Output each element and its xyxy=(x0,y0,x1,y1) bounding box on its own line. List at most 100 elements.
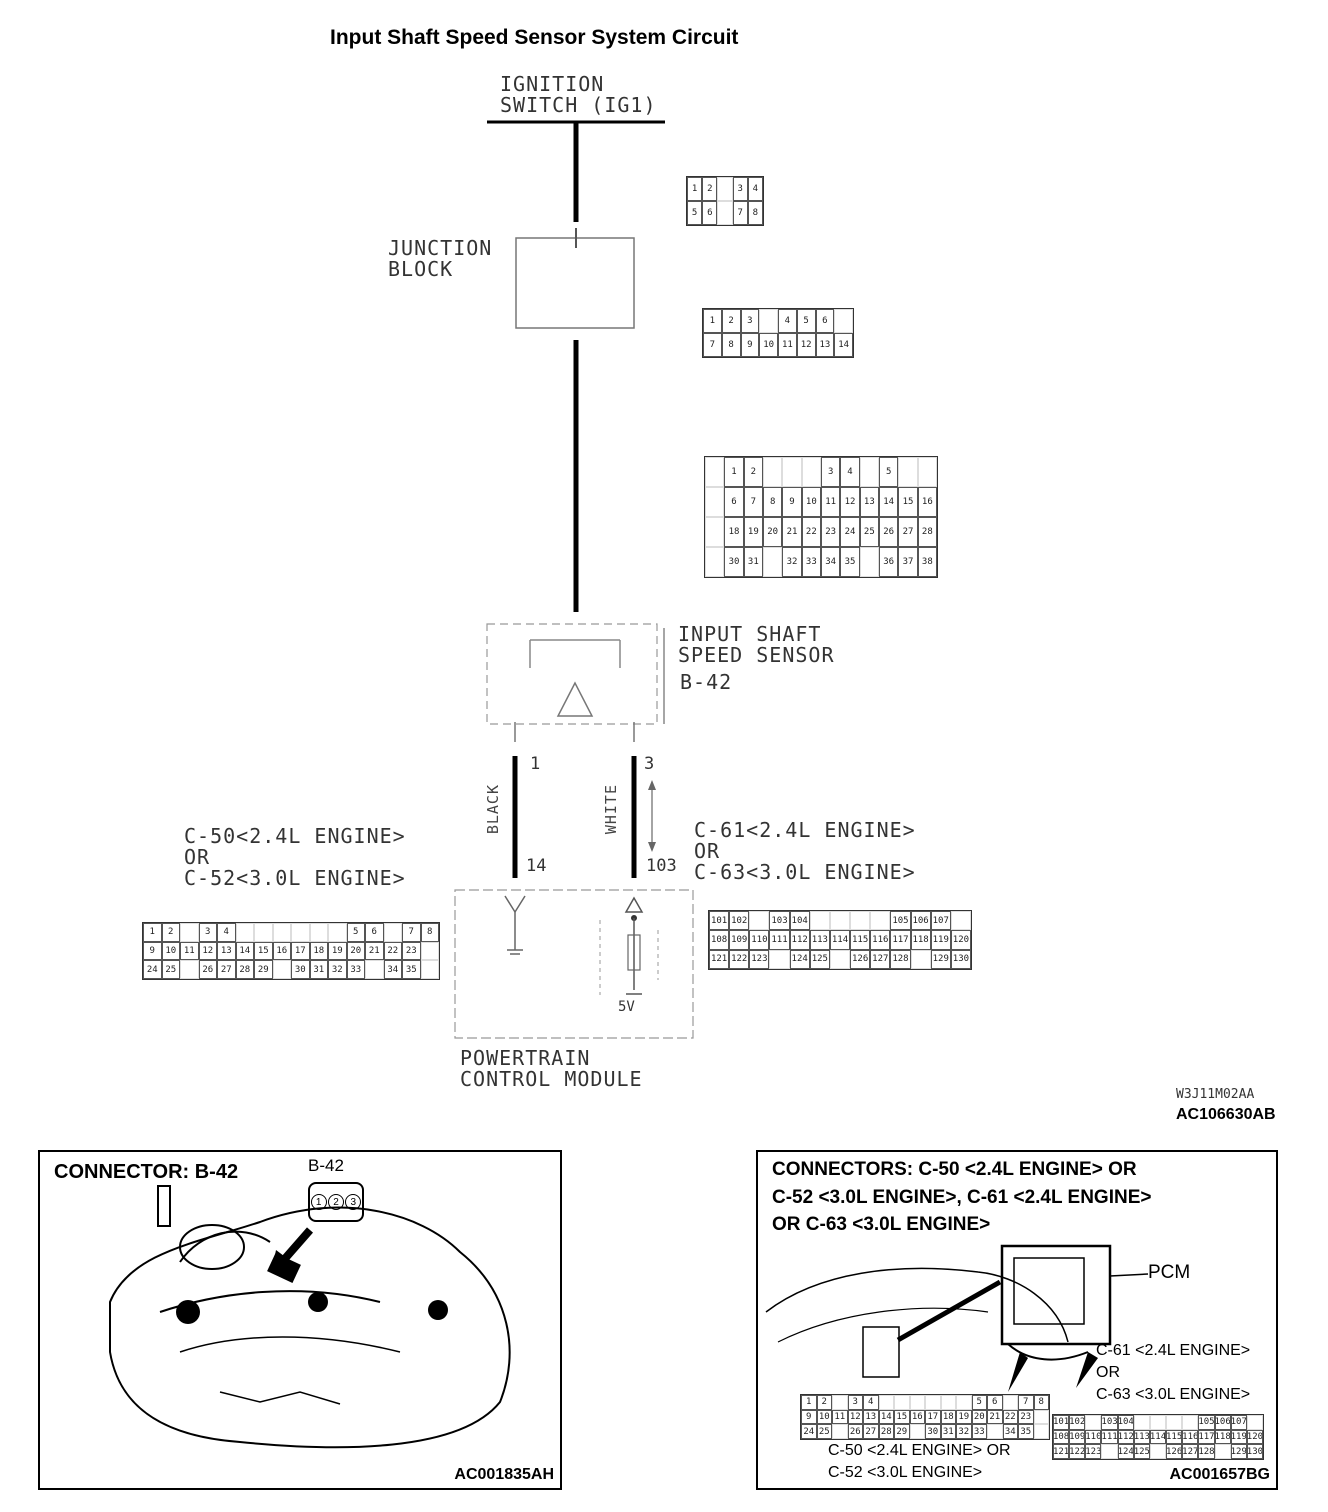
connector-pin-cell: 126 xyxy=(1166,1444,1183,1459)
connector-pin-cell: 106 xyxy=(910,911,931,931)
connector-pin-cell: 10 xyxy=(801,487,821,517)
connector-pin-cell xyxy=(328,923,347,942)
connector-pin-cell: 7 xyxy=(402,923,421,942)
connector-pin-cell: 10 xyxy=(161,941,180,961)
connector-pin-cell: 37 xyxy=(898,547,918,577)
connector-pin-cell: 5 xyxy=(687,201,703,225)
connector-pin-cell: 5 xyxy=(971,1395,987,1410)
c52-callout: C-52 <3.0L ENGINE> xyxy=(828,1464,983,1481)
connector-pin-cell: 1 xyxy=(801,1395,817,1410)
connector-pin-cell xyxy=(898,457,918,487)
connector-pin-cell: 2 xyxy=(721,309,741,333)
connector-pin-cell: 3 xyxy=(732,177,748,201)
connector-pin-cell xyxy=(769,949,790,969)
connector-pin-cell: 101 xyxy=(1053,1415,1070,1430)
connector-pin-cell xyxy=(1166,1415,1183,1430)
connector-pin-cell xyxy=(1033,1409,1049,1425)
connector-pin-cell: 123 xyxy=(749,949,770,969)
connector-pin-cell: 3 xyxy=(198,923,217,942)
connector-pin-cell: 33 xyxy=(971,1424,987,1439)
connector-pin-cell xyxy=(309,923,328,942)
b42-pin: 2 xyxy=(327,1194,344,1210)
connector-pin-cell: 1 xyxy=(724,457,744,487)
connector-pin-cell: 124 xyxy=(1117,1444,1134,1459)
junction-block-label: JUNCTION BLOCK xyxy=(388,236,493,281)
connector-pin-cell: 8 xyxy=(763,487,783,517)
sensor-label: INPUT SHAFT SPEED SENSOR xyxy=(678,622,835,667)
connector-pin-cell: 107 xyxy=(930,911,951,931)
connector-pin-cell: 15 xyxy=(898,487,918,517)
connector-pin-cell: 3 xyxy=(847,1395,863,1410)
connector-pin-cell: 116 xyxy=(870,930,891,950)
connector-pin-cell: 24 xyxy=(143,960,162,979)
connector-pin-cell xyxy=(1085,1415,1102,1430)
connector-pin-cell xyxy=(254,923,273,942)
inset-connectors-pcm: CONNECTORS: C-50 <2.4L ENGINE> OR C-52 <… xyxy=(756,1150,1278,1490)
connector-pin-cell xyxy=(272,923,291,942)
connector-pin-cell: 130 xyxy=(950,949,971,969)
pin-103-label: 103 xyxy=(646,856,677,876)
connector-pin-cell xyxy=(850,911,871,931)
connector-pin-cell xyxy=(1101,1444,1118,1459)
connector-pin-cell: 128 xyxy=(1198,1444,1215,1459)
connector-pin-cell: 118 xyxy=(1214,1429,1231,1445)
connector-pin-cell: 104 xyxy=(1117,1415,1134,1430)
connector-pin-cell: 21 xyxy=(782,517,802,547)
connector-pin-cell: 119 xyxy=(930,930,951,950)
connector-pin-cell: 121 xyxy=(1053,1444,1070,1459)
connector-pin-cell: 30 xyxy=(291,960,310,979)
connector-pin-cell xyxy=(383,923,402,942)
connector-pin-cell xyxy=(1182,1415,1199,1430)
b42-connector-face: 1 2 3 xyxy=(308,1182,364,1222)
connector-pin-cell: 108 xyxy=(1053,1429,1070,1445)
connector-pin-cell: 20 xyxy=(763,517,783,547)
connector-pin-cell xyxy=(717,201,733,225)
connector-pin-cell: 130 xyxy=(1246,1444,1263,1459)
connector-pin-cell: 4 xyxy=(778,309,797,333)
connector-pin-cell xyxy=(420,960,439,979)
c63-callout: C-63 <3.0L ENGINE> xyxy=(1096,1386,1251,1403)
connector-pin-cell xyxy=(1033,1424,1049,1439)
connector-pin-cell xyxy=(717,177,733,201)
connector-pin-cell: 5 xyxy=(796,309,816,333)
connector-pin-cell: 127 xyxy=(1182,1444,1199,1459)
connector-pin-cell: 117 xyxy=(1198,1429,1215,1445)
connector-pin-cell: 2 xyxy=(816,1395,832,1410)
connector-pin-cell xyxy=(859,457,879,487)
dashboard-illustration xyxy=(765,1244,1149,1392)
connector-pin-cell xyxy=(272,960,291,979)
inset-left-title: CONNECTOR: B-42 xyxy=(54,1161,239,1183)
connector-pin-cell: 103 xyxy=(769,911,790,931)
connector-pin-cell: 106 xyxy=(1214,1415,1231,1430)
connector-pin-cell: 110 xyxy=(749,930,770,950)
pin-1-label: 1 xyxy=(530,754,541,774)
connector-pin-cell: 21 xyxy=(987,1409,1003,1425)
b42-pin: 1 xyxy=(310,1194,327,1210)
ignition-switch-label: IGNITION SWITCH (IG1) xyxy=(500,72,657,117)
connector-pin-cell: 5 xyxy=(346,923,365,942)
connector-pin-cell: 104 xyxy=(789,911,810,931)
connector-pin-cell: 27 xyxy=(863,1424,879,1439)
connector-pin-cell xyxy=(832,1424,848,1439)
connector-pin-cell xyxy=(705,457,725,487)
connector-pin-cell: 33 xyxy=(346,960,365,979)
connector-pin-cell: 8 xyxy=(721,333,741,357)
connector-pin-cell: 5 xyxy=(879,457,899,487)
c61-callout: C-61 <2.4L ENGINE> xyxy=(1096,1342,1251,1359)
connector-pin-cell: 28 xyxy=(235,960,254,979)
connector-pin-cell: 25 xyxy=(816,1424,832,1439)
connector-pin-cell: 18 xyxy=(309,941,328,961)
connector-pin-cell xyxy=(180,923,199,942)
connector-pin-cell: 26 xyxy=(847,1424,863,1439)
connector-pin-cell: 6 xyxy=(815,309,835,333)
connector-pin-cell: 115 xyxy=(850,930,871,950)
inset-right-code: AC001657BG xyxy=(1169,1466,1271,1483)
connector-pin-cell: 110 xyxy=(1085,1429,1102,1445)
connector-pin-cell: 121 xyxy=(709,949,730,969)
connector-pin-cell xyxy=(809,911,830,931)
connector-pin-cell: 112 xyxy=(789,930,810,950)
connector-pin-cell: 7 xyxy=(703,333,722,357)
